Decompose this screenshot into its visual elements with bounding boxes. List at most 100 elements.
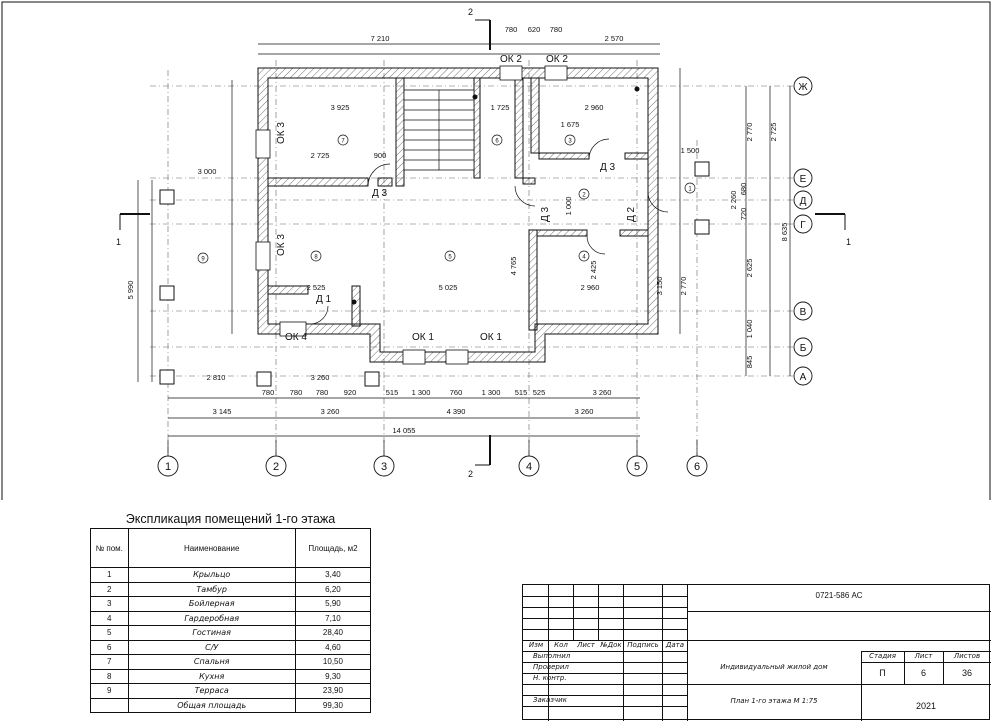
dim-i-1: 1 725: [491, 103, 510, 112]
dim-i-2: 2 960: [585, 103, 604, 112]
stage-label: Стадия: [869, 652, 896, 660]
dim-i-8: 2 960: [581, 283, 600, 292]
dim-b1-0: 780: [262, 388, 275, 397]
axis-a: А: [800, 372, 807, 383]
top-dims: 780 620 780: [505, 25, 563, 34]
sheet-frame: [1, 1, 991, 500]
dim-top-left: 7 210: [371, 34, 390, 43]
axis-e: Е: [800, 174, 807, 185]
dim-r-inner-3: 2 260: [729, 191, 738, 210]
dim-b2-0: 3 145: [213, 407, 232, 416]
role-vypolnil: Выполнил: [533, 652, 571, 660]
window-label-ok3a: ОК 3: [276, 122, 287, 144]
section-mark-top: 2: [468, 7, 473, 17]
room-4: 4: [582, 255, 586, 261]
dim-r-outer-0: 2 770: [745, 123, 754, 142]
overall-dimensions: 7 210 2 570 14 055 8 635 5 990: [126, 34, 789, 435]
dim-i-11: 3 260: [311, 373, 330, 382]
columns: [159, 86, 710, 387]
room-3: 3: [568, 139, 572, 145]
room-5: 5: [448, 255, 452, 261]
room-2: 2: [582, 193, 586, 199]
room-9: 9: [201, 257, 205, 263]
title-block: 0721-586 АС Изм Кол Лист №Док Подпись Да…: [522, 584, 991, 721]
row-name: Терраса: [127, 683, 296, 699]
dim-i-13: 2 425: [589, 261, 598, 280]
door-label-d1: Д 1: [316, 294, 332, 305]
dim-r-inner-1: 3 150: [655, 277, 664, 296]
document-code: 0721-586 АС: [815, 591, 863, 600]
row-area: 23,90: [294, 683, 372, 699]
dim-b1-8: 515: [515, 388, 528, 397]
hdr-ndok: №Док: [600, 641, 622, 649]
row-area: 7,10: [294, 610, 372, 626]
staircase: [403, 89, 475, 171]
dim-i-15: 1 000: [564, 197, 573, 216]
dim-b1-9: 525: [533, 388, 546, 397]
dim-i-3: 2 725: [311, 151, 330, 160]
row-num: 5: [90, 625, 129, 641]
row-name: Кухня: [127, 668, 296, 684]
sheet-label: Лист: [914, 652, 933, 660]
axis-b: Б: [800, 343, 807, 354]
sheet-number: 6: [920, 668, 926, 678]
row-name: Спальня: [127, 654, 296, 670]
row-name: С/У: [127, 639, 296, 655]
section-mark-left: 1: [116, 237, 121, 247]
dim-r-outer-2: 2 770: [679, 277, 688, 296]
doors: [309, 138, 669, 325]
row-num: 8: [90, 668, 129, 684]
dim-top-0: 780: [505, 25, 518, 34]
interior-walls: [267, 77, 649, 331]
window-label-ok1b: ОК 1: [480, 332, 502, 343]
axis-d: Д: [800, 196, 807, 207]
row-name: Гардеробная: [127, 610, 296, 626]
dim-b2-1: 3 260: [321, 407, 340, 416]
row-num: 2: [90, 581, 129, 597]
floor-plan: 2 2 1 1 1 2 3 4 5 6 Ж Е Д Г В Б А 7 210: [1, 1, 991, 500]
axis-4: 4: [526, 461, 532, 473]
right-dims: 2 770 2 625 2 770 1 040 845 2 725 3 150 …: [655, 123, 778, 369]
row-name: Бойлерная: [127, 596, 296, 612]
door-label-d3b: Д 3: [600, 162, 616, 173]
dim-r-inner-2: 680: [739, 183, 748, 196]
dim-i-6: 2 525: [307, 283, 326, 292]
sheets-total: 36: [961, 668, 972, 678]
dim-b1-2: 780: [316, 388, 329, 397]
window-label-ok2a: ОК 2: [500, 54, 522, 65]
dim-i-5: 900: [374, 151, 387, 160]
row-name: Крыльцо: [127, 567, 296, 583]
bottom-dims-row2: 3 145 3 260 4 390 3 260: [213, 407, 594, 416]
room-numbers: 1 2 3 4 5 6 7 8 9: [197, 134, 696, 264]
dim-b2-2: 4 390: [447, 407, 466, 416]
axis-3: 3: [381, 461, 387, 473]
row-num: 1: [90, 567, 129, 583]
hdr-podpis: Подпись: [627, 641, 659, 649]
row-area: 10,50: [294, 654, 372, 670]
dim-b1-3: 920: [344, 388, 357, 397]
window-label-ok4: ОК 4: [285, 332, 307, 343]
window-label-ok1a: ОК 1: [412, 332, 434, 343]
dim-r-outer-1: 2 625: [745, 259, 754, 278]
dim-i-4: 1 675: [561, 120, 580, 129]
windows: [255, 65, 568, 365]
dim-r-inner-4: 720: [739, 208, 748, 221]
row-name: Гостиная: [127, 625, 296, 641]
hdr-list: Лист: [577, 641, 595, 649]
dim-b1-4: 515: [386, 388, 399, 397]
axis-5: 5: [634, 461, 640, 473]
room-8: 8: [314, 255, 318, 261]
dim-i-9: 3 000: [198, 167, 217, 176]
section-mark-bottom: 2: [468, 469, 473, 479]
hdr-izm: Изм: [528, 641, 544, 649]
